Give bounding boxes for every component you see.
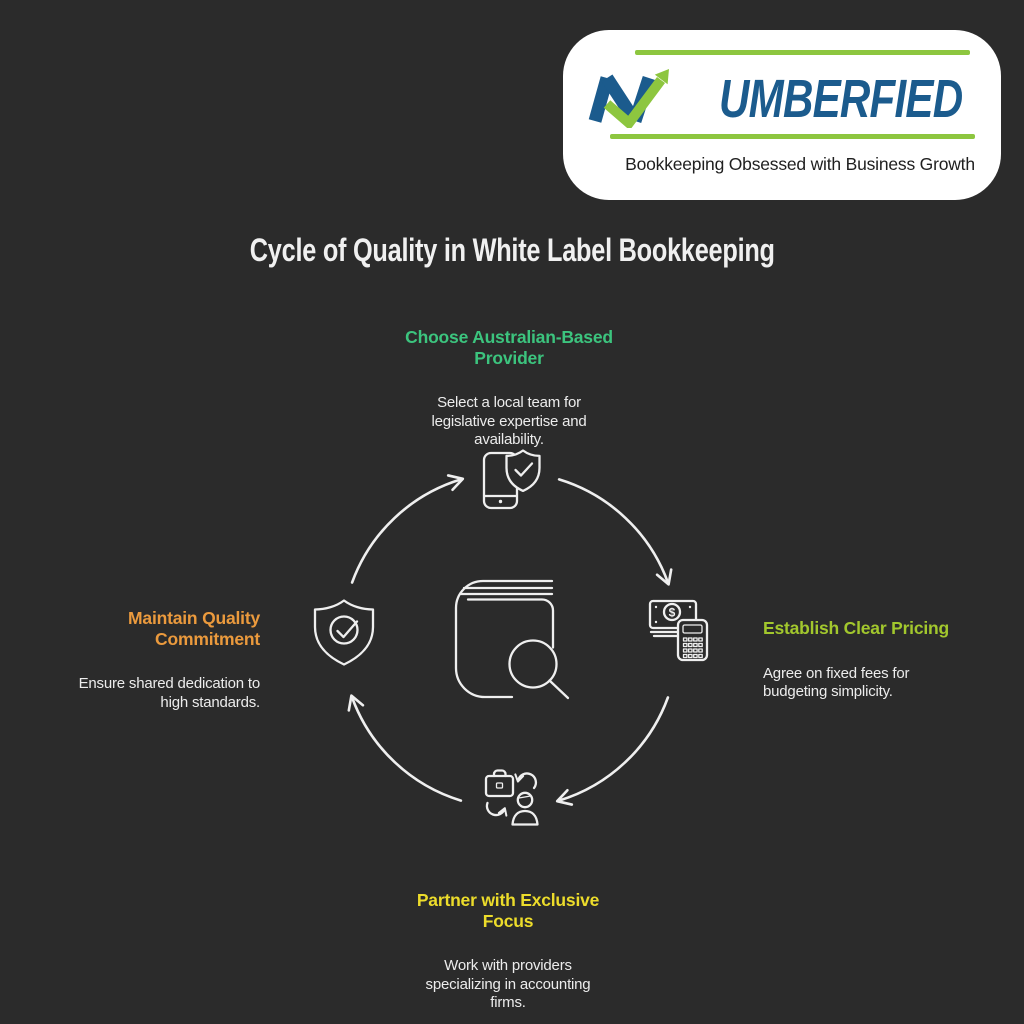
title-wrap: Cycle of Quality in White Label Bookkeep… — [0, 232, 1024, 269]
logo-accent-line-bottom — [610, 134, 975, 139]
cash-calculator-icon: $ — [648, 599, 709, 662]
numberfied-logo-card: UMBERFIED Bookkeeping Obsessed with Busi… — [563, 30, 1001, 200]
briefcase-person-exchange-icon — [484, 769, 539, 826]
step-bottom-body: Work with providers specializing in acco… — [425, 957, 591, 1012]
shield-check-icon — [313, 599, 375, 666]
step-bottom-heading: Partner with Exclusive Focus — [416, 890, 600, 931]
step-top-body: Select a local team for legislative expe… — [431, 394, 587, 449]
phone-shield-check-icon — [482, 449, 541, 510]
dollar-symbol: $ — [669, 606, 676, 620]
step-left-body: Ensure shared dedication to high standar… — [78, 675, 261, 711]
step-left-heading: Maintain Quality Commitment — [128, 608, 260, 649]
step-left-quality-commitment: Maintain Quality Commitment Ensure share… — [30, 590, 261, 730]
cycle-diagram: $ — [313, 449, 709, 826]
arc-bottom-to-left — [347, 694, 463, 802]
arc-top-to-right — [557, 478, 673, 586]
arrowhead — [654, 69, 669, 85]
step-top-heading: Choose Australian-Based Provider — [405, 327, 613, 368]
logo-accent-line-top — [635, 50, 970, 55]
phone-home-dot — [498, 499, 503, 504]
step-right-body: Agree on fixed fees for budgeting simpli… — [763, 664, 910, 701]
book-magnifier-icon — [454, 579, 570, 700]
swap-arrow-top — [514, 772, 538, 790]
arc-left-to-top — [350, 474, 465, 584]
step-right-heading: Establish Clear Pricing — [763, 618, 950, 638]
swap-arrow-bottom — [485, 801, 508, 817]
brand-wordmark: UMBERFIED — [719, 69, 963, 129]
arc-right-to-bottom — [555, 696, 670, 806]
calculator-keys — [682, 637, 703, 659]
step-bottom-exclusive-focus: Partner with Exclusive Focus Work with p… — [358, 872, 658, 1024]
step-right-clear-pricing: Establish Clear Pricing Agree on fixed f… — [763, 600, 978, 720]
step-top-choose-provider: Choose Australian-Based Provider Select … — [359, 309, 659, 468]
logo-tagline: Bookkeeping Obsessed with Business Growt… — [625, 154, 975, 174]
numberfied-n-arrow-icon — [588, 69, 669, 128]
page-title: Cycle of Quality in White Label Bookkeep… — [249, 232, 775, 268]
